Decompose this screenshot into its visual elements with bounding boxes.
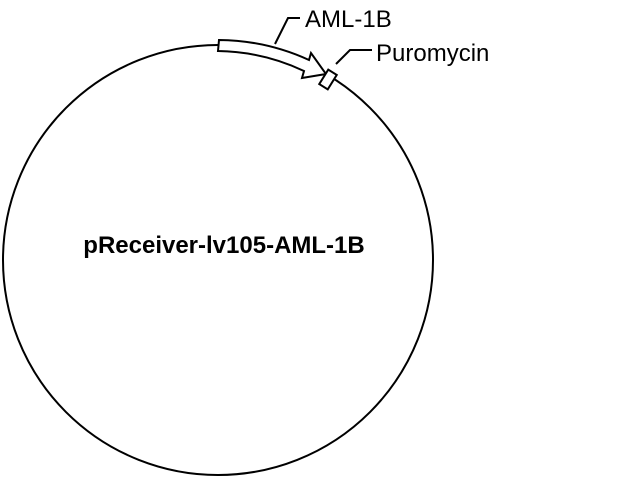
puromycin-label: Puromycin [376,40,489,67]
aml-1b-label: AML-1B [305,6,392,33]
puromycin-feature-box [317,68,339,91]
plasmid-backbone [2,44,434,476]
aml-1b-feature-arrow [216,38,328,80]
aml-1b-leader-line [274,17,300,45]
puromycin-leader-line [335,49,372,65]
plasmid-name: pReceiver-lv105-AML-1B [83,232,364,259]
